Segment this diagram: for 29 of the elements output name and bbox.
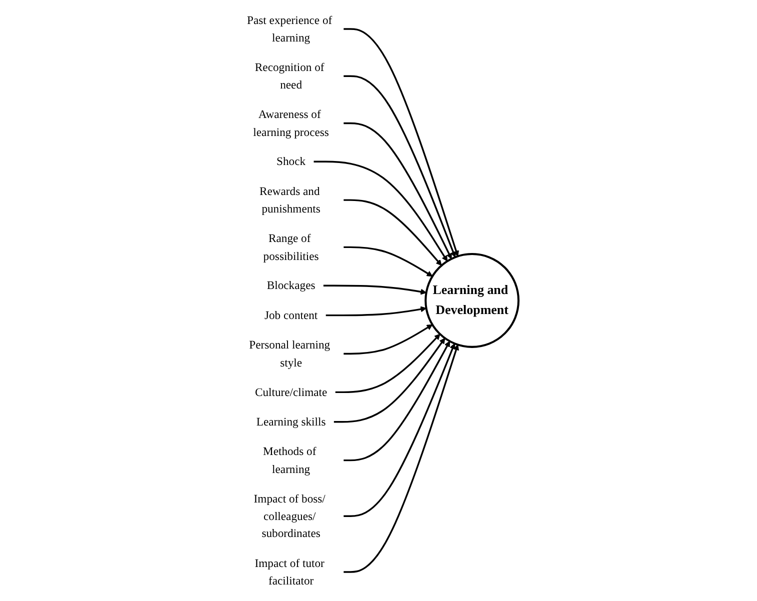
node-text: Culture/climate: [254, 386, 328, 399]
arrow: [344, 199, 442, 266]
node-text: Past experience of learning: [247, 14, 332, 44]
node-text: Job content: [264, 308, 318, 322]
node-text: Blockages: [266, 278, 316, 292]
node-text: Rewards and punishments: [259, 184, 320, 216]
node-text: Impact of tutor facilitator: [254, 556, 324, 588]
arrow: [344, 343, 456, 517]
arrow: [334, 338, 446, 423]
arrow: [344, 122, 452, 260]
node-text: Learning skills: [256, 415, 326, 428]
node-circle: Learning and Development: [424, 253, 520, 348]
arrow: [335, 334, 440, 394]
node-text: Awareness of learning process: [253, 108, 329, 138]
arrow: [323, 284, 427, 295]
arrow: [344, 28, 460, 257]
arrow: [344, 246, 433, 277]
arrow: [344, 75, 456, 258]
node-text: Methods of learning: [263, 444, 316, 476]
node-text: Personal learning style: [249, 338, 330, 369]
arrow: [344, 324, 433, 355]
node-text: Shock: [276, 155, 306, 168]
arrow: [314, 160, 448, 262]
arrow: [326, 306, 427, 316]
node-text: Impact of boss/ colleagues/ subordinates: [254, 492, 326, 540]
node-text: Recognition of need: [254, 60, 324, 92]
arrow: [344, 344, 460, 573]
arrow: [344, 340, 450, 462]
node-text: Range of possibilities: [263, 232, 319, 262]
